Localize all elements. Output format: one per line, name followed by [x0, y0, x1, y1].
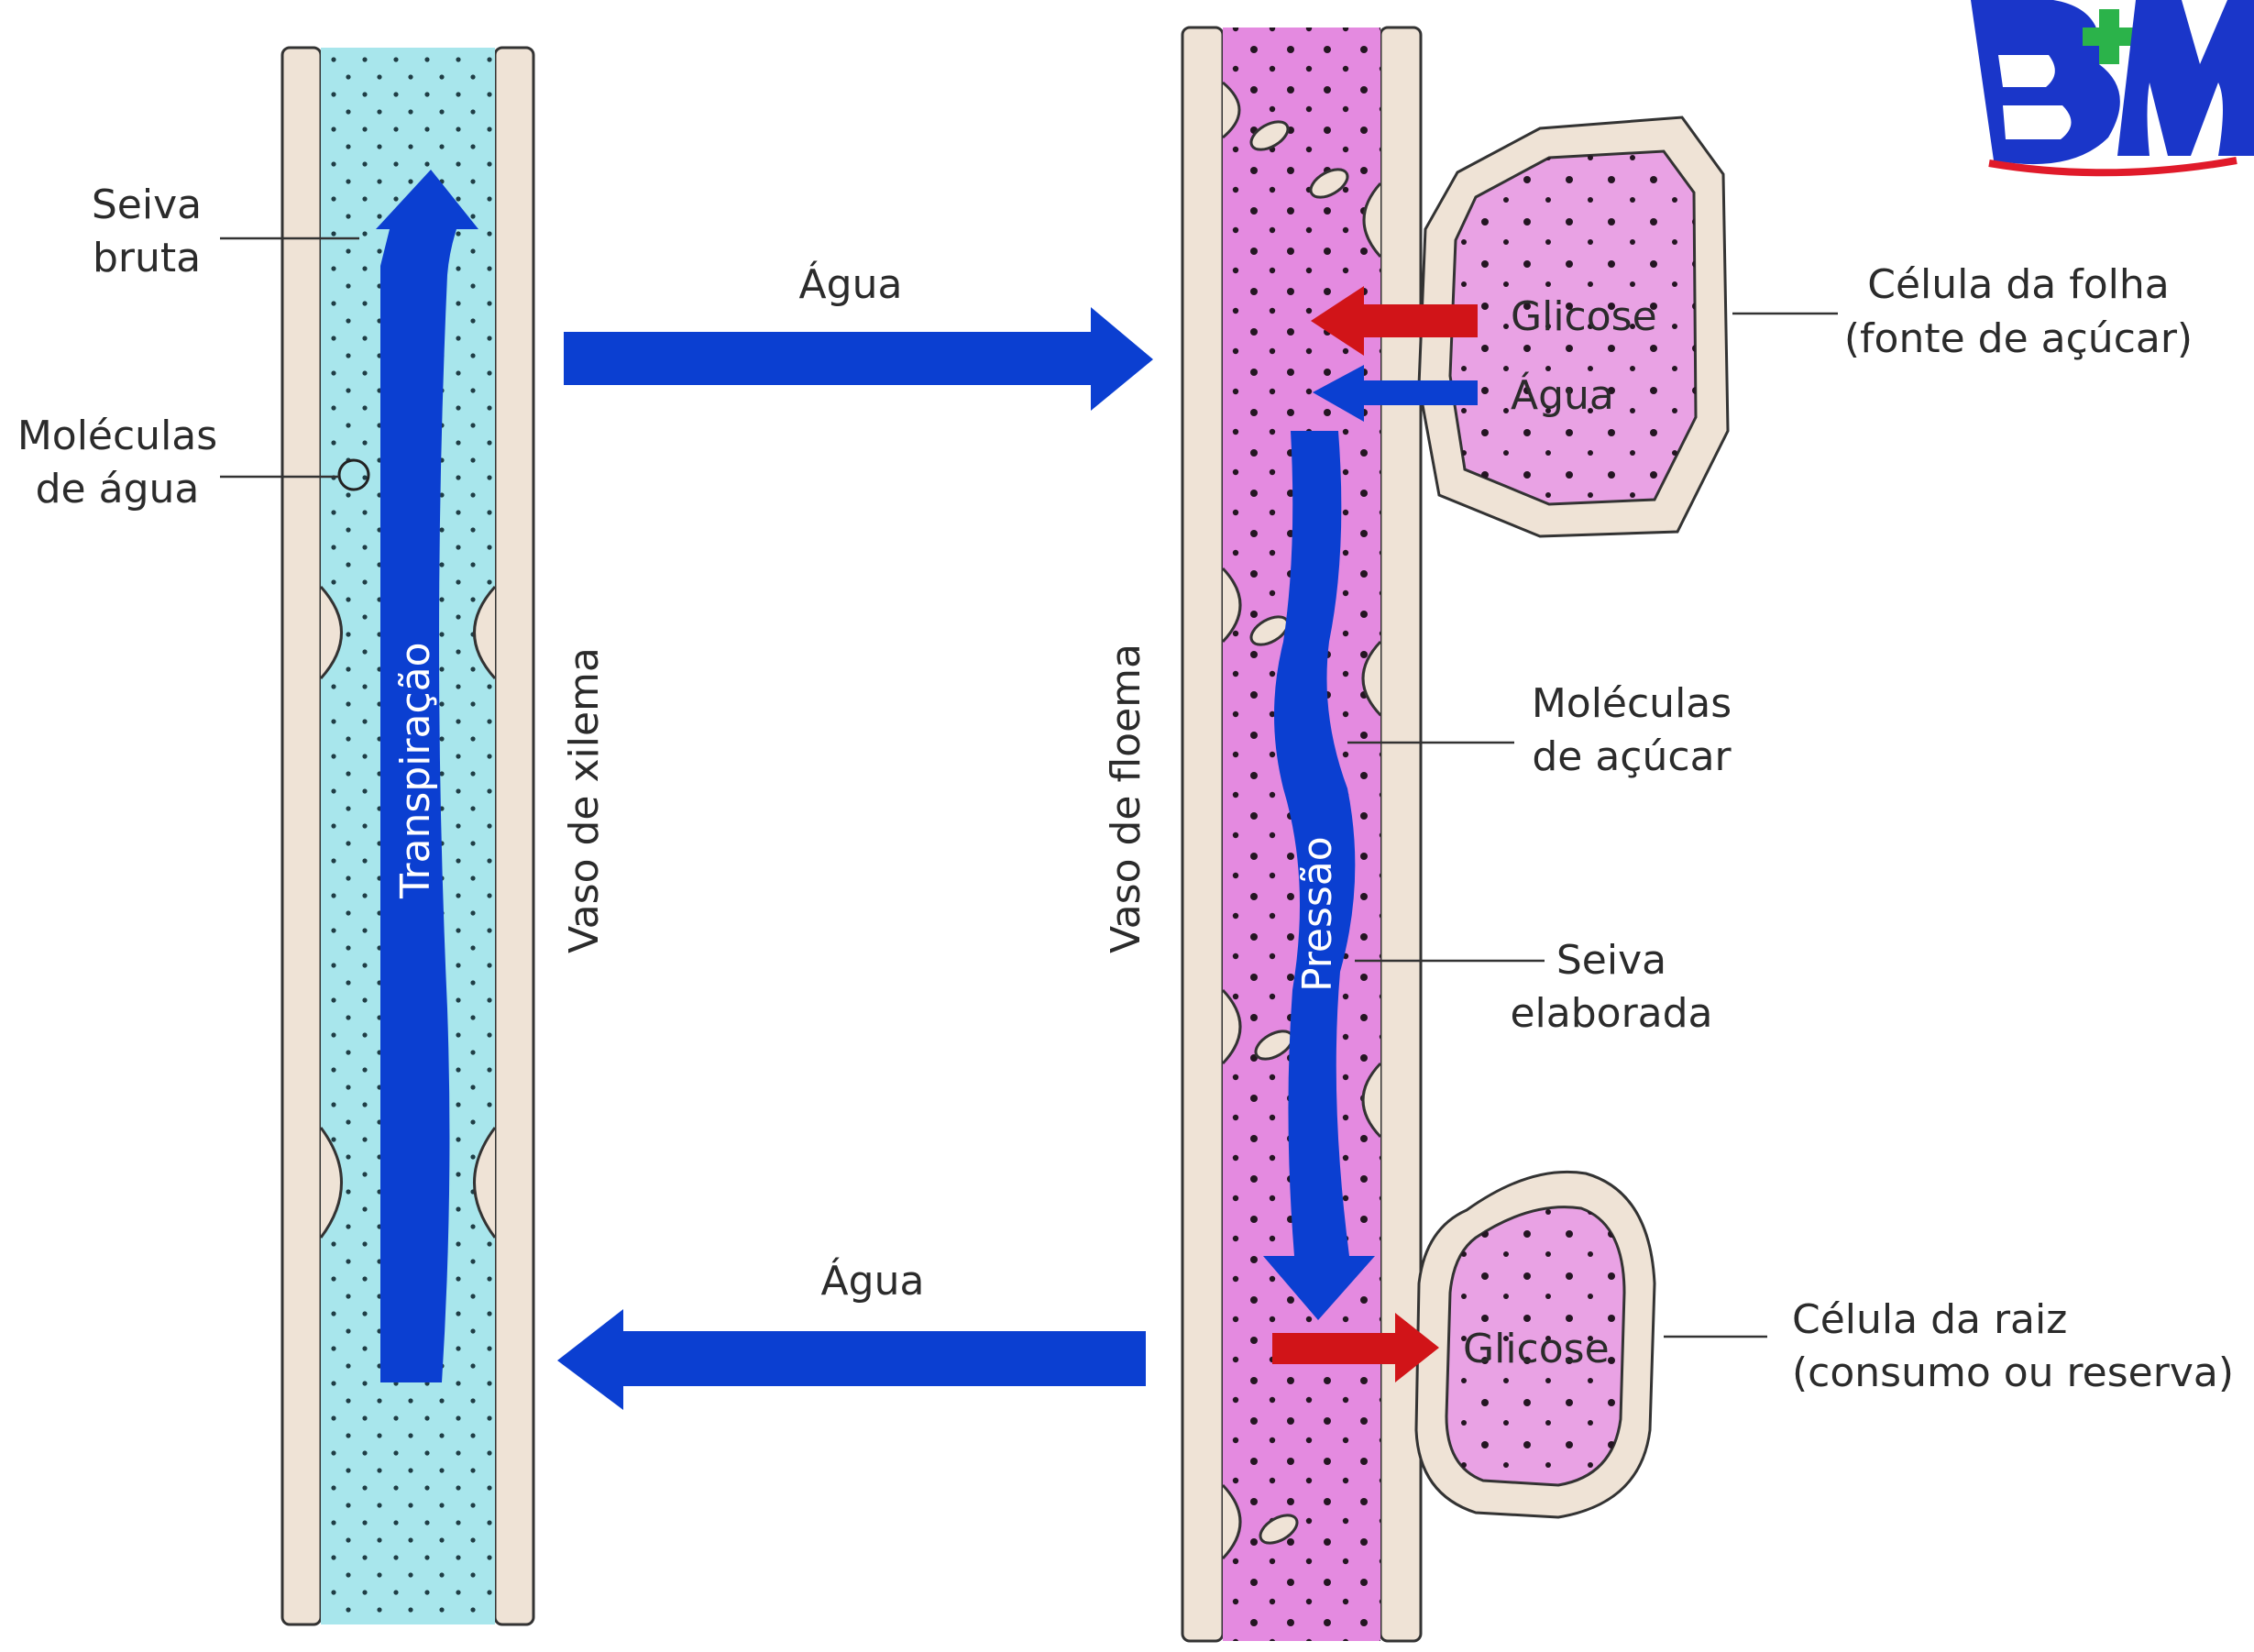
seiva-elaborada-label-2: elaborada — [1510, 990, 1712, 1037]
xylem-wall-left — [282, 48, 321, 1624]
moleculas-acucar-label-2: de açúcar — [1532, 733, 1732, 780]
publisher-logo — [1971, 0, 2254, 172]
phloem-wall-right — [1380, 28, 1421, 1641]
celula-folha-label-1: Célula da folha — [1867, 261, 2169, 308]
agua-leaf-label: Água — [1511, 370, 1614, 419]
celula-raiz-label-1: Célula da raiz — [1792, 1296, 2067, 1343]
phloem-wall-left — [1182, 28, 1223, 1641]
agua-top-label: Água — [799, 259, 903, 308]
moleculas-agua-label-2: de água — [36, 466, 200, 512]
seiva-bruta-label-1: Seiva — [92, 182, 202, 228]
water-arrow-to-xylem — [557, 1309, 1146, 1410]
moleculas-agua-label-1: Moléculas — [17, 413, 217, 459]
xylem-wall-right — [495, 48, 533, 1624]
glicose-leaf-label: Glicose — [1511, 293, 1657, 340]
celula-folha-label-2: (fonte de açúcar) — [1844, 315, 2193, 362]
vaso-xilema-label: Vaso de xilema — [561, 647, 608, 953]
transpiration-label: Transpiração — [392, 642, 439, 899]
glicose-root-label: Glicose — [1463, 1326, 1610, 1372]
celula-raiz-label-2: (consumo ou reserva) — [1792, 1349, 2234, 1396]
vaso-floema-label: Vaso de floema — [1103, 644, 1149, 953]
water-arrow-to-phloem — [564, 307, 1153, 411]
moleculas-acucar-label-1: Moléculas — [1532, 680, 1732, 727]
seiva-elaborada-label-1: Seiva — [1556, 937, 1666, 984]
seiva-bruta-label-2: bruta — [93, 235, 201, 281]
agua-bottom-label: Água — [821, 1256, 925, 1305]
pressure-label: Pressão — [1294, 836, 1341, 992]
